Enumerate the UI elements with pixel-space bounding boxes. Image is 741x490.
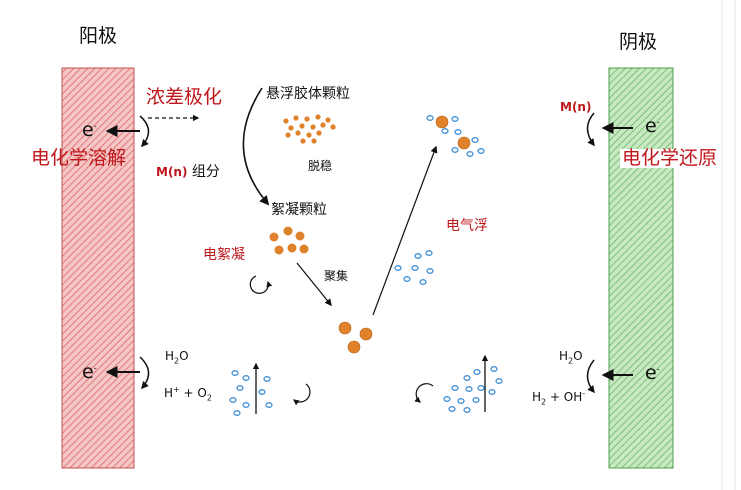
cathode-electron-top: e- — [645, 117, 660, 136]
cathode-reduction-curve — [586, 112, 595, 147]
cathode-metal-label: M(n) — [560, 100, 592, 114]
electron-symbol: e — [645, 362, 657, 384]
formula-sub: 2 — [541, 397, 547, 407]
cathode-plate — [608, 67, 674, 469]
formula-sup: + — [173, 385, 180, 394]
cathode-electron-bottom: e- — [645, 364, 660, 383]
aggregate-particles — [338, 321, 373, 354]
anode-dissolution-curve — [139, 115, 150, 148]
anode-gas-bubbles — [229, 370, 273, 416]
floated-bubbles — [426, 115, 485, 157]
floated-particles — [435, 115, 471, 150]
anode-plate — [61, 67, 135, 469]
anode-water-formula: H2O — [165, 349, 189, 366]
mixing-rotation-icon — [249, 275, 273, 294]
destabilization-label: 脱稳 — [308, 159, 333, 173]
component-text: 组分 — [191, 164, 220, 180]
formula-h2: H — [532, 390, 542, 404]
electron-symbol: e — [82, 119, 94, 141]
formula-sub: 2 — [174, 356, 180, 366]
anode-electron-top: e- — [82, 121, 97, 140]
suspended-colloid-label: 悬浮胶体颗粒 — [266, 86, 350, 102]
formula-sub: 2 — [206, 393, 212, 403]
flotation-arrow — [372, 145, 438, 316]
formula-o: O — [573, 349, 583, 363]
anode-electron-bottom: e- — [82, 363, 97, 382]
electron-charge: - — [656, 364, 660, 374]
cathode-gas-bubbles — [443, 366, 503, 413]
electron-charge: - — [93, 121, 97, 131]
concentration-polarization-label: 浓差极化 — [146, 86, 223, 108]
electron-charge: - — [656, 117, 660, 127]
anode-mixing-rotation-icon — [293, 383, 311, 406]
colloid-particles — [283, 114, 336, 144]
electron-symbol: e — [82, 361, 94, 383]
formula-oh: + OH — [546, 390, 583, 404]
formula-h: H — [165, 349, 175, 363]
electron-symbol: e — [645, 115, 657, 137]
coagulation-curve-arrow — [242, 87, 270, 206]
anode-products-formula: H+ + O2 — [164, 385, 212, 403]
formula-sup: - — [582, 389, 586, 398]
anode-water-oxidation-curve — [139, 356, 150, 390]
electrocoagulation-label: 电絮凝 — [203, 247, 245, 263]
metal-component-label: M(n) 组分 — [156, 165, 220, 179]
anode-title: 阳极 — [79, 25, 118, 47]
aggregation-label: 聚集 — [324, 269, 349, 283]
formula-h: H — [164, 386, 174, 400]
cathode-title: 阴极 — [619, 31, 658, 53]
metal-symbol: M(n) — [156, 165, 188, 179]
formula-o2: + O — [179, 386, 207, 400]
formula-o: O — [179, 349, 189, 363]
middle-bubbles — [394, 250, 434, 285]
aggregate-arrow — [296, 262, 332, 307]
cathode-water-reduction-curve — [586, 359, 595, 394]
floc-particles — [269, 226, 309, 255]
electrochemical-dissolution-label: 电化学溶解 — [31, 147, 127, 169]
electroflotation-label: 电气浮 — [446, 218, 488, 234]
formula-sub: 2 — [568, 356, 574, 366]
formula-h: H — [559, 349, 569, 363]
cathode-products-formula: H2 + OH- — [532, 389, 586, 407]
floc-particle-label: 絮凝颗粒 — [271, 202, 327, 218]
cathode-water-formula: H2O — [559, 349, 583, 366]
electron-charge: - — [93, 363, 97, 373]
cathode-mixing-rotation-icon — [414, 383, 434, 403]
electrochemical-reduction-label: 电化学还原 — [620, 147, 720, 169]
